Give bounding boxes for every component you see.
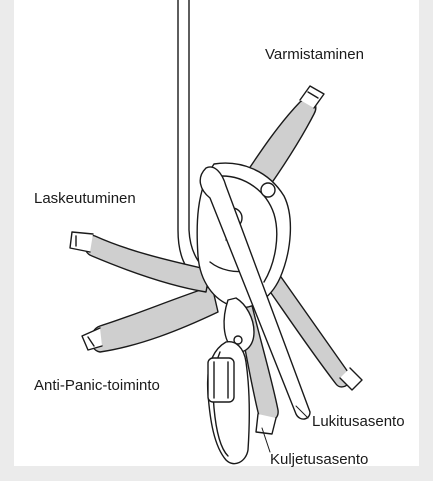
label-securing: Varmistaminen — [265, 47, 364, 62]
handle-anti-panic — [82, 286, 218, 352]
label-locking: Lukitusasento — [312, 414, 405, 429]
label-carrying: Kuljetusasento — [270, 452, 368, 467]
carabiner — [208, 342, 250, 464]
label-descending: Laskeutuminen — [34, 191, 136, 206]
handle-descending — [70, 232, 210, 292]
label-anti-panic: Anti-Panic-toiminto — [34, 378, 160, 393]
